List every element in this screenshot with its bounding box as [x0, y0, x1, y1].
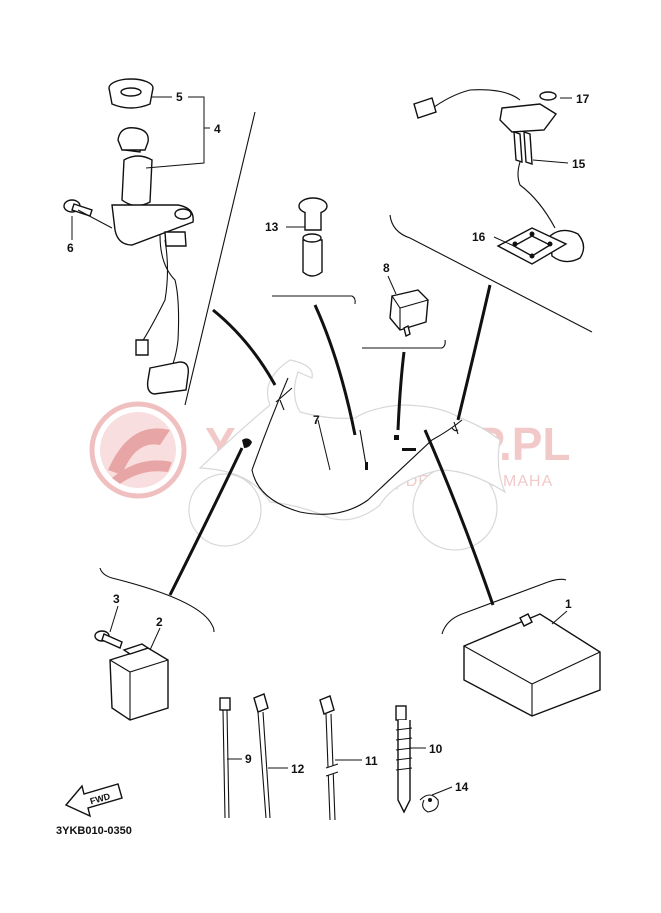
part-5-cap: [108, 78, 154, 109]
callout-numbers: 5 4 6 13 8 17 15 16 7 3 2 1 9 12 11 10 1…: [67, 90, 590, 794]
callout-16: 16: [472, 230, 486, 244]
part-12-cable-tie: [253, 693, 271, 819]
callout-8: 8: [383, 261, 390, 275]
part-8-relay: [389, 289, 429, 338]
part-9-cable-tie: [219, 697, 231, 819]
main-switch-panel-edge: [184, 111, 256, 406]
callout-12: 12: [291, 762, 305, 776]
battery-panel-edge: [441, 578, 567, 635]
part13-panel-edge: [272, 295, 356, 305]
part-14-clip: [419, 794, 439, 813]
callout-17: 17: [576, 92, 590, 106]
callout-11: 11: [365, 754, 378, 768]
watermark-logo: [89, 401, 187, 499]
part-4-main-switch: [111, 127, 194, 395]
connector-lines: [168, 284, 495, 606]
part-15-fuel-sender: [413, 89, 585, 263]
callout-3: 3: [113, 592, 120, 606]
callout-6: 6: [67, 241, 74, 255]
diagram-code: 3YKB010-0350: [56, 825, 132, 837]
part-11-cable-tie: [319, 695, 339, 821]
part-3-screw: [94, 630, 123, 649]
fuel-sender-panel-edge: [389, 214, 593, 333]
callout-2: 2: [156, 615, 163, 629]
leader-lines: [71, 96, 572, 796]
callout-5: 5: [176, 90, 183, 104]
callout-13: 13: [265, 220, 279, 234]
scooter-silhouette: [188, 359, 507, 551]
part-2-cdi: [109, 643, 169, 721]
callout-14: 14: [455, 780, 469, 794]
part-13-plug: [298, 197, 328, 277]
part-16-gasket: [496, 227, 568, 265]
callout-1: 1: [565, 597, 572, 611]
callout-4: 4: [214, 122, 221, 136]
part8-panel-edge: [362, 339, 446, 349]
callout-10: 10: [429, 742, 443, 756]
fwd-arrow-icon: FWD: [64, 783, 123, 818]
part-6-screw: [63, 199, 93, 217]
callout-7: 7: [313, 413, 320, 427]
wire-harness: [242, 377, 463, 515]
part-10-cable-tie: [395, 705, 413, 814]
part-1-battery: [463, 613, 601, 717]
panel-dividers: [99, 111, 593, 635]
callout-15: 15: [572, 157, 586, 171]
cdi-panel-edge: [99, 567, 215, 633]
callout-9: 9: [245, 752, 252, 766]
